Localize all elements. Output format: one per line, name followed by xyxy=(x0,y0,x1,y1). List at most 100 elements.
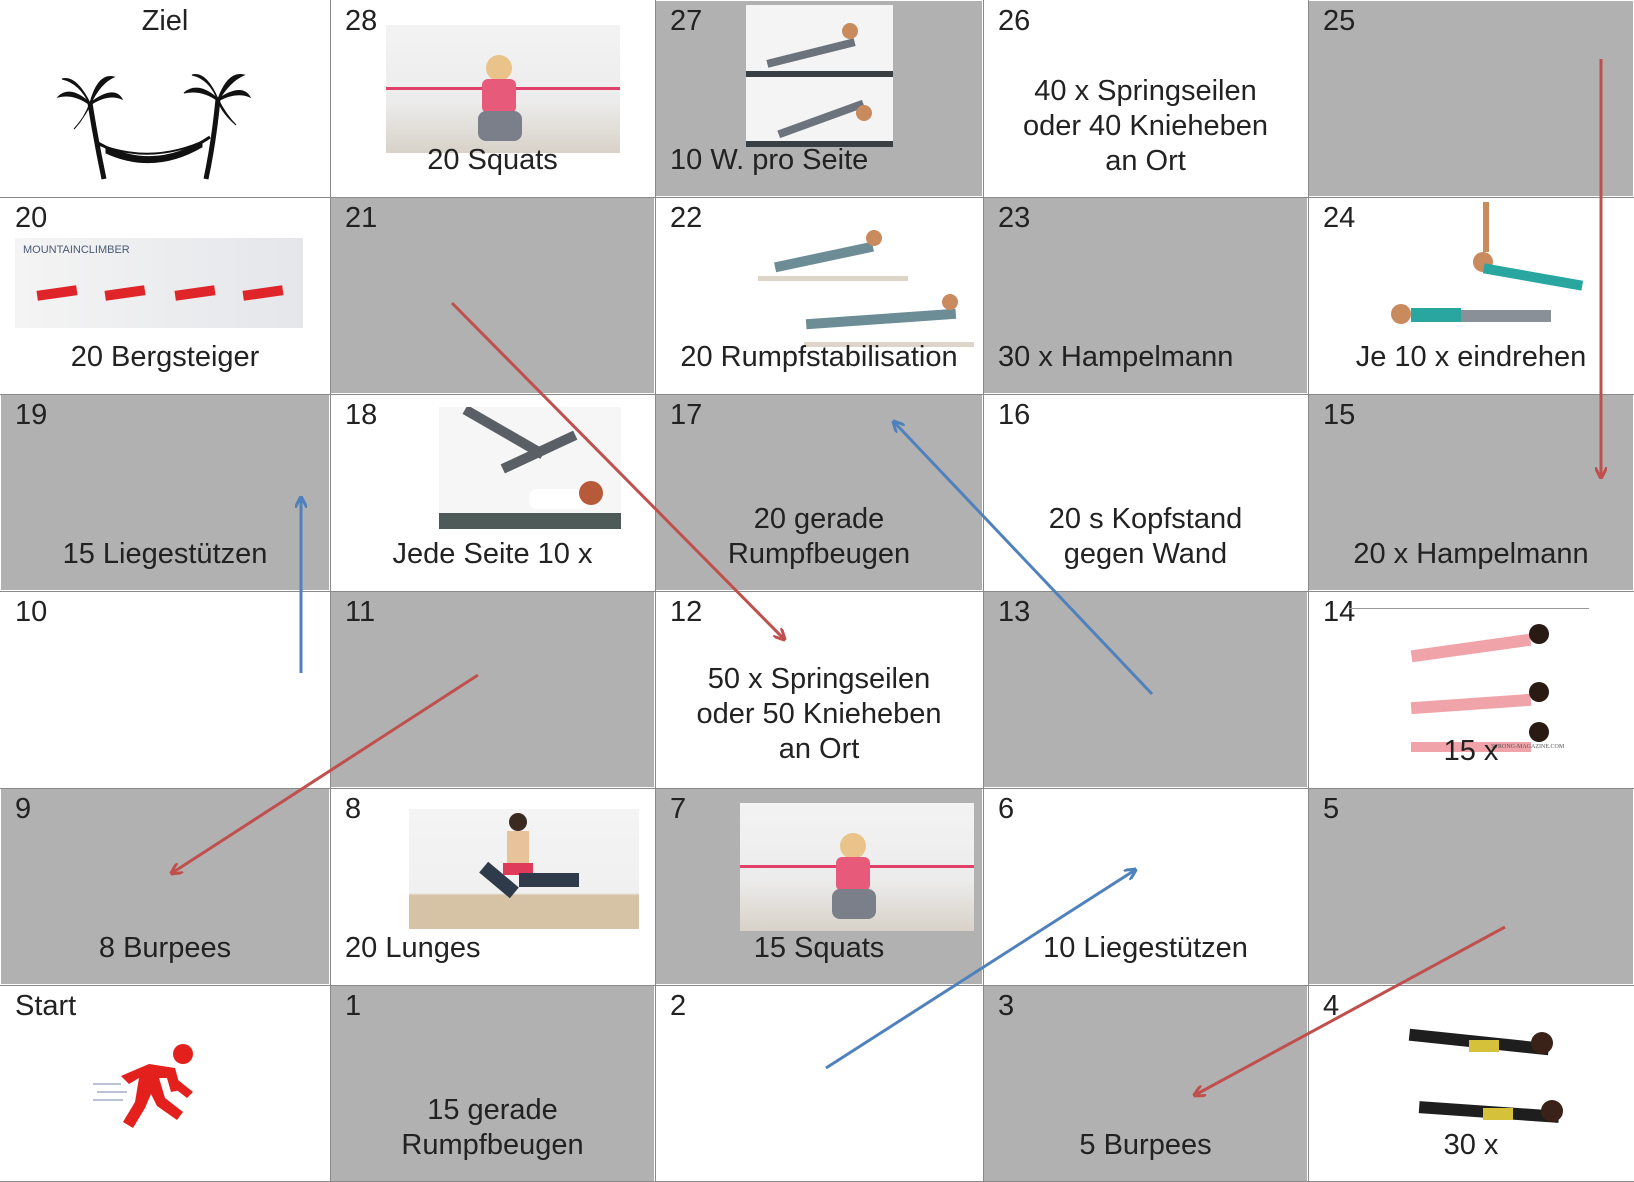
cell-number: 20 xyxy=(15,202,48,234)
bicycle-crunch-photo xyxy=(439,407,621,529)
cell-12: 12 50 x Springseilen oder 50 Knieheben a… xyxy=(655,591,983,788)
cell-number: 14 xyxy=(1323,596,1356,628)
cell-number: 25 xyxy=(1323,5,1356,37)
exercise-label: 10 Liegestützen xyxy=(1043,932,1248,964)
grid-line xyxy=(0,197,1634,198)
cell-17: 17 20 gerade Rumpfbeugen xyxy=(655,394,983,591)
cell-number: 12 xyxy=(670,596,703,628)
cell-20: 20 MOUNTAINCLIMBER 20 Bergsteiger xyxy=(0,197,330,394)
cell-number: 8 xyxy=(345,793,362,825)
side-plank-photo xyxy=(746,5,893,147)
cell-number: 19 xyxy=(15,399,48,431)
cell-number: 28 xyxy=(345,5,378,37)
palm-hammock-icon xyxy=(56,74,251,180)
cell-16: 16 20 s Kopfstand gegen Wand xyxy=(983,394,1308,591)
cell-number: 23 xyxy=(998,202,1031,234)
cell-number: 3 xyxy=(998,990,1015,1022)
cell-18: 18 Jede Seite 10 x xyxy=(330,394,655,591)
exercise-label: 5 Burpees xyxy=(1079,1129,1212,1161)
exercise-label: 15 x xyxy=(1443,735,1499,767)
cell-number: Start xyxy=(15,990,77,1022)
cell-15: 15 20 x Hampelmann xyxy=(1308,394,1634,591)
cell-4: 4 30 x xyxy=(1308,985,1634,1182)
cell-number: 1 xyxy=(345,990,362,1022)
cell-26: 26 40 x Springseilen oder 40 Knieheben a… xyxy=(983,0,1308,197)
cell-number: 18 xyxy=(345,399,378,431)
cell-8: 8 20 Lunges xyxy=(330,788,655,985)
mountain-climber-image: MOUNTAINCLIMBER xyxy=(15,238,303,328)
squat-photo xyxy=(386,25,620,153)
exercise-label: 40 x Springseilen oder 40 Knieheben an O… xyxy=(1022,75,1269,177)
cell-10: 10 xyxy=(0,591,330,788)
cell-6: 6 10 Liegestützen xyxy=(983,788,1308,985)
grid-line xyxy=(0,591,1634,592)
cell-number: 11 xyxy=(345,596,376,628)
exercise-label: 15 Squats xyxy=(753,932,885,964)
cell-number: Ziel xyxy=(141,5,189,37)
cell-7: 7 15 Squats xyxy=(655,788,983,985)
exercise-label: 30 x xyxy=(1443,1129,1499,1161)
cell-number: 15 xyxy=(1323,399,1356,431)
image-watermark: STRONG-MAGAZINE.COM xyxy=(1491,744,1565,750)
exercise-label: Je 10 x eindrehen xyxy=(1355,341,1587,373)
exercise-label: 30 x Hampelmann xyxy=(998,341,1234,373)
exercise-label: 20 Bergsteiger xyxy=(70,341,260,373)
cell-number: 10 xyxy=(15,596,48,628)
cell-23: 23 30 x Hampelmann xyxy=(983,197,1308,394)
cell-number: 27 xyxy=(670,5,703,37)
cell-24: 24 Je 10 x eindrehen xyxy=(1308,197,1634,394)
cell-27: 27 10 W. pro Seite xyxy=(655,0,983,197)
cell-22: 22 20 Rumpfstabilisation xyxy=(655,197,983,394)
cell-5: 5 xyxy=(1308,788,1634,985)
rotation-plank-photo xyxy=(1371,200,1601,350)
cell-21: 21 xyxy=(330,197,655,394)
running-man-icon xyxy=(93,1044,193,1128)
cell-number: 6 xyxy=(998,793,1015,825)
cell-number: 7 xyxy=(670,793,687,825)
exercise-label: 15 Liegestützen xyxy=(62,538,268,570)
cell-2: 2 xyxy=(655,985,983,1182)
cell-number: 21 xyxy=(345,202,378,234)
cell-19: 19 15 Liegestützen xyxy=(0,394,330,591)
cell-number: 4 xyxy=(1323,990,1340,1022)
cell-3: 3 5 Burpees xyxy=(983,985,1308,1182)
cell-14: 14 STRONG-MAGAZINE.COM 15 x xyxy=(1308,591,1634,788)
cell-start: Start xyxy=(0,985,330,1182)
exercise-label: 15 gerade Rumpfbeugen xyxy=(401,1094,584,1161)
exercise-label: Jede Seite 10 x xyxy=(392,538,593,570)
exercise-label: 10 W. pro Seite xyxy=(670,144,869,176)
cell-number: 2 xyxy=(670,990,687,1022)
cell-9: 9 8 Burpees xyxy=(0,788,330,985)
exercise-label: 20 Lunges xyxy=(345,932,481,964)
cell-1: 1 15 gerade Rumpfbeugen xyxy=(330,985,655,1182)
cell-number: 9 xyxy=(15,793,32,825)
plank-photo xyxy=(746,216,976,348)
exercise-label: 20 s Kopfstand gegen Wand xyxy=(1048,503,1243,570)
exercise-label: 20 gerade Rumpfbeugen xyxy=(727,503,911,570)
lunge-photo xyxy=(409,809,639,929)
cell-25: 25 xyxy=(1308,0,1634,197)
exercise-label: 8 Burpees xyxy=(98,932,232,964)
cell-ziel: Ziel xyxy=(0,0,330,197)
cell-28: 28 20 Squats xyxy=(330,0,655,197)
cell-number: 17 xyxy=(670,399,703,431)
exercise-label: 50 x Springseilen oder 50 Knieheben an O… xyxy=(696,663,942,765)
squat-photo xyxy=(740,803,974,931)
cell-number: 26 xyxy=(998,5,1031,37)
cell-number: 24 xyxy=(1323,202,1356,234)
grid-line xyxy=(0,788,1634,789)
cell-number: 13 xyxy=(998,596,1031,628)
exercise-label: 20 Rumpfstabilisation xyxy=(680,341,958,373)
cell-13: 13 xyxy=(983,591,1308,788)
exercise-label: 20 x Hampelmann xyxy=(1353,538,1589,570)
cell-number: 22 xyxy=(670,202,703,234)
plank-jack-photo: STRONG-MAGAZINE.COM xyxy=(1401,612,1581,752)
grid-line xyxy=(0,985,1634,986)
cell-number: 5 xyxy=(1323,793,1340,825)
cell-11: 11 xyxy=(330,591,655,788)
cell-number: 16 xyxy=(998,399,1031,431)
grid-line xyxy=(0,394,1634,395)
exercise-label: 20 Squats xyxy=(427,144,558,176)
image-caption: MOUNTAINCLIMBER xyxy=(23,244,130,256)
